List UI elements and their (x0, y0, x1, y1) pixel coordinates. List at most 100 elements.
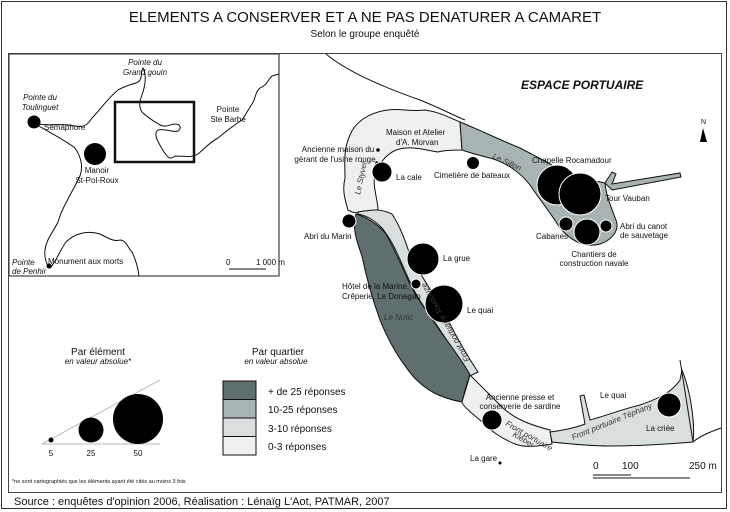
legend-value-25: 25 (87, 449, 96, 458)
label-pointe-penhir-2: de Penhir (12, 267, 47, 276)
label-pointe-toulinguet-2: Toulinguet (22, 103, 59, 112)
symbol-la-gare (498, 461, 502, 465)
semaphore-symbol (27, 115, 41, 129)
symbol-la-grue (406, 242, 440, 276)
port-scale-end: 250 m (689, 461, 717, 472)
label-chantiers-2: construction navale (560, 259, 629, 268)
source-credit: Source : enquêtes d'opinion 2006, Réalis… (14, 496, 390, 508)
district-label-notic: Le Notic (384, 313, 413, 322)
inset-scale-end: 1 000 m (256, 258, 285, 267)
label-la-gare: La gare (470, 454, 498, 463)
label-hotel-1: Hôtel de la Marine, (342, 282, 409, 291)
symbol-la-criee (656, 392, 682, 418)
label-cimetiere: Cimetière de bateaux (434, 171, 510, 180)
label-hotel-2: Crêperie, Le Donagan (342, 292, 421, 301)
legend-element-subtitle: en valeur absolue* (65, 357, 132, 366)
district-toudouze (357, 209, 479, 377)
legend-quartier-title: Par quartier (252, 347, 305, 358)
legend-circle-25 (78, 417, 104, 443)
label-le-quai-tephany: Le quai (600, 391, 626, 400)
legend: Par élément en valeur absolue* 5 25 50 P… (12, 347, 346, 485)
label-maison-morvan-1: Maison et Atelier (386, 128, 445, 137)
label-pointe-ste-barbe-1: Pointe (217, 105, 240, 114)
label-le-quai-toudouze: Le quai (467, 306, 493, 315)
inset-scale-start: 0 (226, 258, 231, 267)
legend-swatch-3-10 (222, 417, 257, 437)
north-label: N (701, 119, 706, 126)
legend-swatch-0-3 (222, 436, 257, 456)
symbol-ancienne-presse (481, 409, 503, 431)
label-la-grue: La grue (443, 254, 471, 263)
label-ancienne-presse-1: Ancienne presse et (486, 393, 555, 402)
label-ancienne-presse-2: conserverie de sardine (480, 402, 561, 411)
inset-frame (8, 53, 280, 277)
label-monument: Monument aux morts (48, 257, 123, 266)
legend-element-title: Par élément (71, 347, 125, 358)
port-map: ESPACE PORTUAIRE N Le Styvel Le Sillon L… (294, 53, 722, 479)
symbol-maison-morvan (376, 148, 380, 152)
label-pointe-grand-gouin-2: Grand gouin (123, 68, 168, 77)
legend-value-5: 5 (49, 449, 54, 458)
legend-class-10-25: 10-25 réponses (268, 405, 338, 416)
legend-swatch-10-25 (222, 399, 257, 419)
label-pointe-penhir-1: Pointe (12, 258, 35, 267)
legend-class-0-3: 0-3 réponses (268, 442, 326, 453)
symbol-tour-vauban (558, 172, 602, 216)
label-cabanes: Cabanes (536, 232, 568, 241)
label-chapelle: Chapelle Rocamadour (532, 156, 612, 165)
legend-class-3-10: 3-10 réponses (268, 424, 332, 435)
label-maison-morvan-2: d'A. Morvan (396, 138, 438, 147)
district-tephany (549, 368, 695, 447)
legend-footnote: *ne sont cartographiés que les éléments … (12, 479, 186, 485)
inset-coastline-north (31, 67, 280, 159)
symbol-abri-marin (341, 213, 357, 229)
district-kleber (461, 374, 553, 447)
symbol-abri-canot (599, 219, 613, 233)
label-ancienne-maison-1: Ancienne maison du (302, 145, 375, 154)
legend-swatch-25-plus (222, 380, 257, 400)
label-tour-vauban: Tour Vauban (605, 194, 650, 203)
port-scale-start: 0 (593, 461, 599, 472)
port-heading: ESPACE PORTUAIRE (521, 78, 644, 92)
legend-value-50: 50 (134, 449, 143, 458)
label-abri-canot-1: Abri du canot (620, 222, 668, 231)
symbol-chantiers (573, 218, 601, 246)
label-abri-canot-2: de sauvetage (620, 231, 669, 240)
label-chantiers-1: Chantiers de (571, 250, 617, 259)
label-pointe-ste-barbe-2: Ste Barbe (210, 115, 246, 124)
port-east-coast-2 (692, 427, 722, 443)
symbol-hotel (410, 278, 422, 290)
north-arrow-icon (700, 128, 707, 142)
label-manoir-2: St-Pol-Roux (75, 176, 118, 185)
manoir-symbol (84, 143, 106, 165)
label-manoir-1: Manoir (85, 166, 110, 175)
map-title: ELEMENTS A CONSERVER ET A NE PAS DENATUR… (128, 9, 602, 26)
label-pointe-grand-gouin-1: Pointe du (128, 58, 162, 67)
legend-class-25-plus: + de 25 réponses (268, 387, 346, 398)
legend-quartier-subtitle: en valeur absolue (244, 357, 308, 366)
jetty (604, 171, 682, 191)
symbol-cimetiere (466, 156, 480, 170)
label-semaphore: Sémaphore (44, 123, 86, 132)
symbol-la-cale (371, 161, 393, 183)
port-east-coast (679, 359, 694, 443)
label-pointe-toulinguet-1: Pointe du (23, 93, 57, 102)
inset-zoom-rectangle (113, 100, 196, 164)
monument-symbol (46, 263, 52, 269)
port-scale-mid: 100 (622, 461, 639, 472)
legend-circle-5 (48, 437, 54, 443)
label-la-criee: La criée (646, 424, 675, 433)
label-abri-marin: Abri du Marin (304, 232, 352, 241)
symbol-cabanes (558, 216, 574, 232)
symbol-le-quai-toudouze (424, 284, 464, 324)
legend-size-guide-line (41, 379, 161, 445)
inset-map: Pointe du Toulinguet Pointe du Grand gou… (8, 53, 285, 277)
port-coastline-north (325, 53, 466, 121)
map-subtitle: Selon le groupe enquêté (310, 29, 420, 40)
label-la-cale: La cale (396, 173, 422, 182)
inset-coastline-south (31, 121, 140, 277)
legend-circle-50 (113, 394, 163, 444)
label-ancienne-maison-2: gérant de l'usine rouge (294, 155, 376, 164)
